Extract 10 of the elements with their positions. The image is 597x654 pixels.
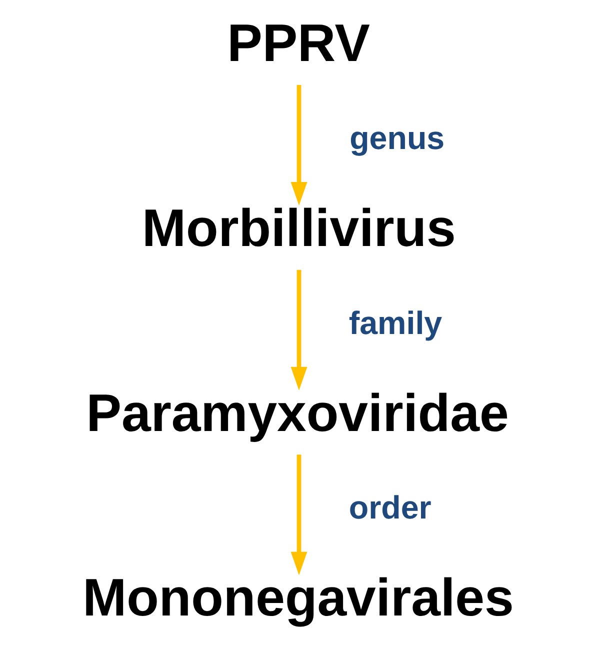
arrow bbox=[290, 84, 307, 206]
edge-label: genus bbox=[349, 120, 444, 156]
node-text: Mononegavirales bbox=[82, 568, 514, 628]
node-text: Morbillivirus bbox=[142, 199, 456, 258]
node-text: PPRV bbox=[226, 14, 370, 74]
arrow bbox=[290, 454, 307, 576]
node-text: Paramyxoviridae bbox=[86, 384, 508, 443]
edge-label: family bbox=[348, 304, 442, 341]
arrow bbox=[290, 270, 307, 390]
edge-label: order bbox=[348, 490, 431, 526]
